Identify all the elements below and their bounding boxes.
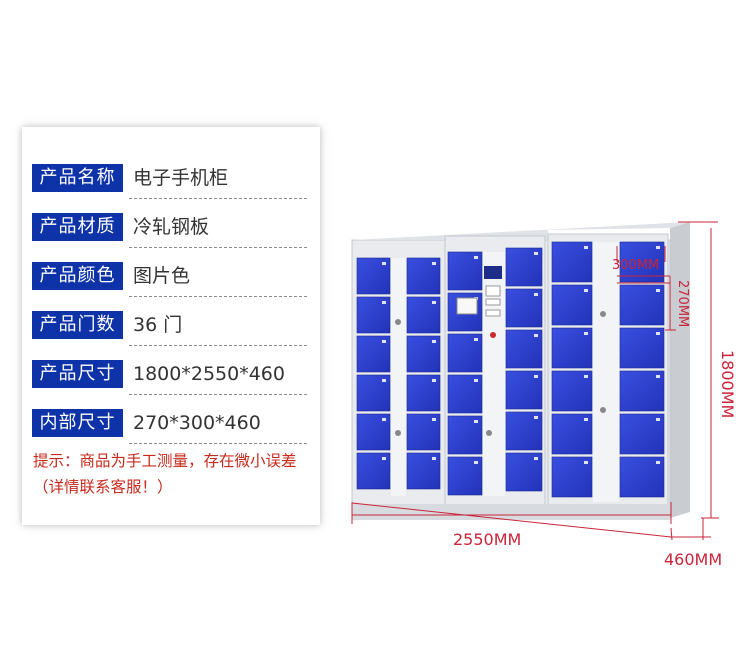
door-latch <box>432 457 436 460</box>
dimension-height-label: 1800MM <box>718 350 737 418</box>
locker-door <box>551 370 593 412</box>
keypad-icon <box>485 309 501 317</box>
spec-label: 产品门数 <box>32 311 123 339</box>
service-strip <box>391 258 406 496</box>
spec-value: 1800*2550*460 <box>133 363 285 385</box>
door-latch <box>432 418 436 421</box>
locker-illustration: 2550MM 460MM 1800MM 300MM 270MM <box>351 221 737 565</box>
spec-label: 产品材质 <box>32 213 123 241</box>
door-latch <box>382 457 386 460</box>
lock-icon <box>395 319 401 325</box>
door-latch <box>382 340 386 343</box>
spec-row-name: 产品名称 电子手机柜 <box>32 164 307 199</box>
door-latch <box>584 246 588 249</box>
door-latch <box>656 289 660 292</box>
dimension-width-label: 2550MM <box>453 530 521 549</box>
door-latch <box>432 262 436 265</box>
spec-value: 电子手机柜 <box>133 167 229 189</box>
door-latch <box>474 461 478 464</box>
dashed-divider <box>129 296 307 297</box>
door-latch <box>534 375 538 378</box>
spec-value: 图片色 <box>133 265 191 287</box>
spec-label: 内部尺寸 <box>32 409 123 437</box>
screen-icon <box>484 266 502 279</box>
service-strip <box>593 242 619 502</box>
locker-door <box>356 452 391 490</box>
door-latch <box>474 420 478 423</box>
lock-icon <box>600 311 606 317</box>
keypad-icon <box>485 298 501 306</box>
door-width-label: 300MM <box>612 258 659 273</box>
door-latch <box>382 301 386 304</box>
door-latch <box>656 375 660 378</box>
door-latch <box>474 256 478 259</box>
door-latch <box>382 379 386 382</box>
instruction-sticker <box>456 297 478 315</box>
door-latch <box>534 293 538 296</box>
lock-icon <box>395 430 401 436</box>
door-latch <box>534 252 538 255</box>
door-latch <box>584 418 588 421</box>
lock-icon <box>600 407 606 413</box>
measurement-note: 提示：商品为手工测量，存在微小误差（详情联系客服！） <box>33 452 297 496</box>
spec-value: 冷轧钢板 <box>133 216 210 238</box>
door-latch <box>656 246 660 249</box>
door-latch <box>474 338 478 341</box>
door-latch <box>382 262 386 265</box>
door-latch <box>656 332 660 335</box>
spec-row-color: 产品颜色 图片色 <box>32 262 307 297</box>
door-height-label: 270MM <box>675 280 690 327</box>
qr-code-icon <box>485 285 501 297</box>
control-panel <box>456 266 502 436</box>
door-latch <box>656 461 660 464</box>
door-latch <box>534 334 538 337</box>
spec-label: 产品名称 <box>32 164 123 192</box>
cabinet-top <box>352 222 690 240</box>
cabinet-base <box>352 504 670 520</box>
cabinet-side <box>670 222 690 518</box>
dashed-divider <box>129 443 307 444</box>
door-latch <box>382 418 386 421</box>
door-latch <box>432 301 436 304</box>
lock-icon <box>486 430 492 436</box>
spec-label: 产品尺寸 <box>32 360 123 388</box>
spec-row-material: 产品材质 冷轧钢板 <box>32 213 307 248</box>
dimension-lines <box>351 221 719 541</box>
spec-value: 270*300*460 <box>133 412 261 434</box>
door-latch <box>534 457 538 460</box>
door-latch <box>584 375 588 378</box>
dashed-divider <box>129 394 307 395</box>
locker-doors <box>356 241 665 502</box>
door-latch <box>534 416 538 419</box>
emergency-button-icon <box>490 332 496 338</box>
door-latch <box>432 379 436 382</box>
door-latch <box>584 461 588 464</box>
spec-row-doors: 产品门数 36 门 <box>32 311 307 346</box>
spec-label: 产品颜色 <box>32 262 123 290</box>
door-latch <box>474 379 478 382</box>
door-latch <box>584 289 588 292</box>
dashed-divider <box>129 247 307 248</box>
spec-value: 36 门 <box>133 314 183 336</box>
dimension-depth-label: 460MM <box>664 550 722 565</box>
spec-row-inner-size: 内部尺寸 270*300*460 <box>32 409 307 444</box>
dashed-divider <box>129 345 307 346</box>
door-latch <box>584 332 588 335</box>
door-latch <box>656 418 660 421</box>
dashed-divider <box>129 198 307 199</box>
spec-row-size: 产品尺寸 1800*2550*460 <box>32 360 307 395</box>
door-latch <box>432 340 436 343</box>
